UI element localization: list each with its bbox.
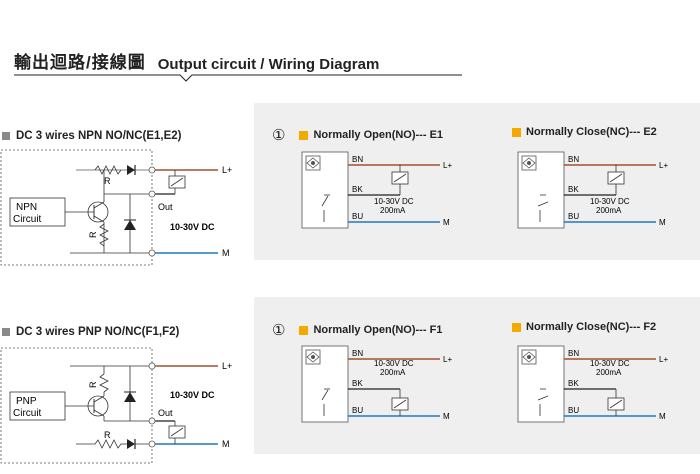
load-slash — [609, 399, 623, 409]
box-label-1: NPN — [16, 202, 37, 213]
label-bk: BK — [352, 185, 363, 194]
label-m: M — [659, 412, 666, 421]
bullet-orange-icon — [512, 322, 521, 332]
pnp-nc-title: Normally Close(NC)--- F2 — [512, 321, 656, 333]
label-bu: BU — [568, 406, 579, 415]
pnp-title-text: DC 3 wires PNP NO/NC(F1,F2) — [16, 326, 180, 338]
label-l-plus: L+ — [443, 161, 452, 170]
m-label: M — [222, 439, 230, 449]
label-bu: BU — [352, 212, 363, 221]
voltage-label: 10-30V DC — [170, 390, 215, 400]
resistor-side — [99, 373, 109, 393]
label-voltage: 10-30V DC — [374, 197, 414, 206]
label-bk: BK — [352, 379, 363, 388]
load-slash — [393, 399, 407, 409]
label-bn: BN — [568, 349, 579, 358]
switch-contact — [537, 395, 549, 401]
npn-no-title: ① Normally Open(NO)--- E1 — [272, 127, 444, 144]
label-bu: BU — [568, 212, 579, 221]
label-l-plus: L+ — [659, 161, 668, 170]
sensor-dot — [527, 161, 531, 165]
resistor-side — [99, 223, 109, 247]
pnp-no-title: ① Normally Open(NO)--- F1 — [272, 322, 443, 339]
diode-icon — [127, 439, 135, 449]
label-bn: BN — [352, 349, 363, 358]
out-label: Out — [158, 408, 173, 418]
l-plus-label: L+ — [222, 361, 232, 371]
diamond-icon — [306, 157, 320, 169]
label-bk: BK — [568, 185, 579, 194]
label-bn: BN — [352, 155, 363, 164]
pnp-circuit-diagram: PNP Circuit R R Out 10-30V DC L+ M — [0, 347, 232, 464]
label-current: 200mA — [380, 206, 406, 215]
box-label-2: Circuit — [13, 214, 42, 225]
enclosure-box — [0, 347, 153, 464]
r-side-label: R — [88, 381, 98, 388]
label-m: M — [659, 218, 666, 227]
title-english: Output circuit / Wiring Diagram — [157, 56, 380, 73]
resistor-top — [94, 165, 122, 175]
bullet-orange-icon — [512, 127, 521, 137]
voltage-label: 10-30V DC — [170, 222, 215, 232]
out-label: Out — [158, 202, 173, 212]
label-current: 200mA — [380, 368, 406, 377]
bullet-orange-icon — [299, 325, 309, 335]
npn-nc-title: Normally Close(NC)--- E2 — [512, 126, 657, 138]
npn-title-text: DC 3 wires NPN NO/NC(E1,E2) — [16, 130, 182, 142]
label-voltage: 10-30V DC — [590, 359, 630, 368]
npn-circuit-diagram: NPN Circuit R R Out 10-30V DC L+ M — [0, 149, 232, 266]
bullet-square-icon — [2, 328, 10, 336]
resistor-bottom — [94, 439, 122, 449]
label-l-plus: L+ — [659, 355, 668, 364]
r-top-label: R — [104, 176, 111, 186]
label-bn: BN — [568, 155, 579, 164]
sensor-body — [301, 345, 349, 423]
label-l-plus: L+ — [443, 355, 452, 364]
sensor-dot — [311, 161, 315, 165]
pnp-section-title: DC 3 wires PNP NO/NC(F1,F2) — [2, 326, 179, 338]
title-chinese: 輸出迴路/接線圖 — [14, 53, 146, 72]
npn-section-title: DC 3 wires NPN NO/NC(E1,E2) — [2, 130, 182, 142]
load-slash — [609, 173, 623, 183]
sensor-dot — [311, 355, 315, 359]
label-bk: BK — [568, 379, 579, 388]
diamond-icon — [306, 351, 320, 363]
r-side-label: R — [88, 231, 98, 238]
circle-number: ① — [272, 322, 286, 339]
box-label-2: Circuit — [13, 408, 42, 419]
switch-contact — [537, 201, 549, 207]
page-title: 輸出迴路/接線圖 Output circuit / Wiring Diagram — [14, 49, 379, 73]
bullet-square-icon — [2, 132, 10, 140]
enclosure-box — [0, 149, 153, 266]
label-voltage: 10-30V DC — [590, 197, 630, 206]
circle-number: ① — [272, 127, 286, 144]
load-slash — [393, 173, 407, 183]
label-m: M — [443, 412, 450, 421]
diamond-icon — [522, 351, 536, 363]
switch-contact — [321, 389, 329, 401]
label-voltage: 10-30V DC — [374, 359, 414, 368]
pnp-circuit-box — [9, 391, 66, 421]
sensor-dot — [527, 355, 531, 359]
diamond-icon — [522, 157, 536, 169]
r-bottom-label: R — [104, 430, 111, 440]
bullet-orange-icon — [299, 130, 309, 140]
box-label-1: PNP — [16, 396, 37, 407]
m-label: M — [222, 248, 230, 258]
diode-icon — [127, 165, 135, 175]
zener-icon — [124, 220, 136, 230]
sensor-body — [301, 151, 349, 229]
switch-contact — [321, 195, 329, 207]
label-m: M — [443, 218, 450, 227]
label-current: 200mA — [596, 206, 622, 215]
l-plus-label: L+ — [222, 165, 232, 175]
label-current: 200mA — [596, 368, 622, 377]
zener-icon — [124, 392, 136, 402]
label-bu: BU — [352, 406, 363, 415]
